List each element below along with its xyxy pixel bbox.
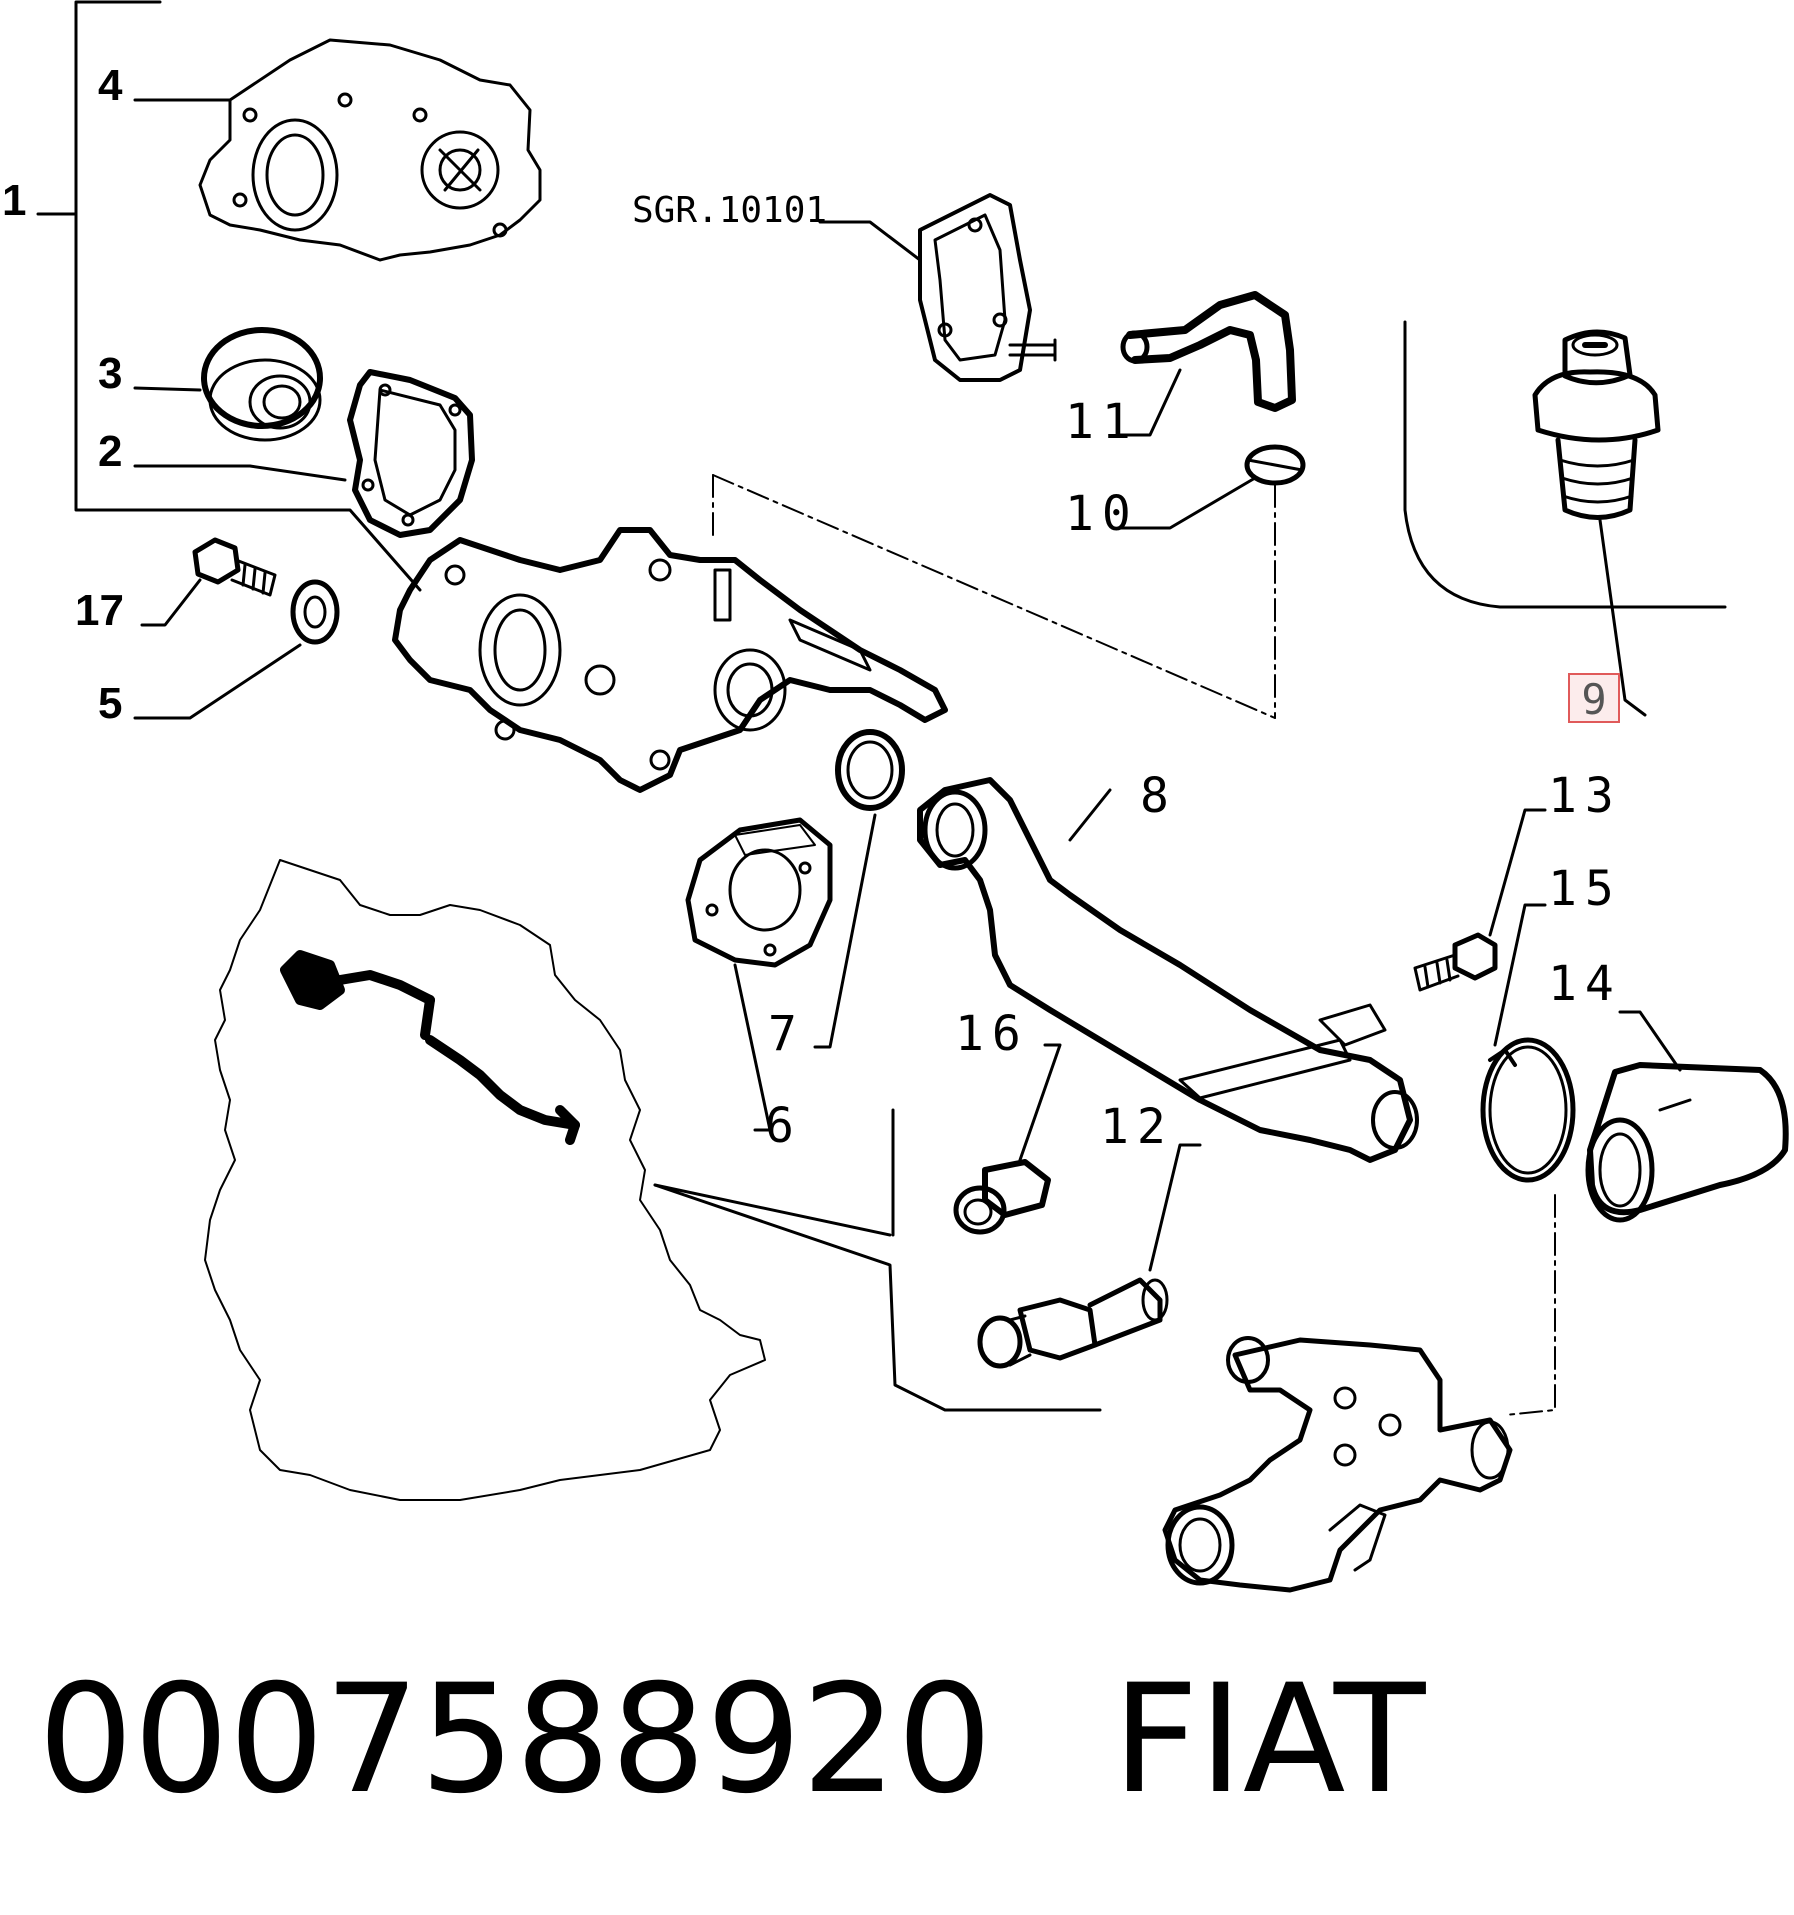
sgr-bracket <box>918 193 1057 382</box>
inset-frame <box>1403 320 1727 609</box>
part-number: 0007588920 <box>38 1653 993 1827</box>
temperature-sensor-9 <box>1532 329 1661 520</box>
leader-13 <box>1488 808 1547 937</box>
leader-12 <box>1148 1143 1202 1272</box>
leader-14 <box>1618 1010 1682 1072</box>
callout-4: 4 <box>98 61 123 110</box>
callout-2: 2 <box>98 427 122 476</box>
leader-10 <box>1118 476 1257 530</box>
callout-8: 8 <box>1140 768 1177 824</box>
washer-5 <box>290 579 340 645</box>
hose-clamp-15 <box>1480 1037 1576 1183</box>
group-bracket-1 <box>36 0 422 592</box>
leader-6 <box>733 963 772 1132</box>
bolt-13 <box>1413 932 1498 992</box>
callout-16: 16 <box>955 1006 1029 1062</box>
callout-6: 6 <box>765 1098 802 1154</box>
engine-hoses <box>280 950 580 1145</box>
assembly-guides <box>712 474 1556 1416</box>
callout-13: 13 <box>1548 768 1622 824</box>
callout-17: 17 <box>75 586 124 635</box>
callout-15: 15 <box>1548 861 1622 917</box>
callout-7: 7 <box>768 1006 805 1062</box>
leader-17 <box>140 578 202 627</box>
flange-gasket-6 <box>685 817 833 968</box>
callout-sgr: SGR.10101 <box>632 190 827 231</box>
leader-15 <box>1493 903 1547 1047</box>
leader-5 <box>133 643 302 720</box>
pump-housing <box>392 527 948 793</box>
callout-14: 14 <box>1548 956 1622 1012</box>
leader-8 <box>1068 788 1112 842</box>
coolant-pipe-8 <box>917 777 1419 1163</box>
hose-11 <box>1120 291 1296 412</box>
hose-elbow-14 <box>1585 1062 1789 1223</box>
leader-3 <box>133 386 202 392</box>
clamp-10 <box>1244 444 1306 486</box>
callout-5: 5 <box>98 679 122 728</box>
o-ring-7 <box>835 729 905 811</box>
callout-12: 12 <box>1100 1099 1174 1155</box>
pipe-fitting-12 <box>977 1277 1169 1369</box>
leader-2 <box>133 464 347 482</box>
leader-16 <box>1018 1043 1062 1162</box>
brand-name: FIAT <box>1112 1653 1426 1827</box>
callout-9: 9 <box>1581 675 1607 724</box>
leader-9 <box>1598 518 1647 717</box>
highlighted-callout-9[interactable]: 9 <box>1568 673 1620 724</box>
callout-1: 1 <box>2 176 26 225</box>
water-pump-body <box>198 38 542 262</box>
pump-gasket <box>347 369 475 538</box>
plug-16 <box>953 1159 1051 1235</box>
callout-labels: 1 4 3 2 17 5 SGR.10101 11 10 8 13 15 14 … <box>2 61 1622 1155</box>
engine-leaders <box>653 1108 1102 1412</box>
callout-11: 11 <box>1065 394 1139 450</box>
engine-block-outline <box>204 859 766 1501</box>
callout-3: 3 <box>98 349 122 398</box>
callout-10: 10 <box>1065 486 1139 542</box>
pump-cap <box>201 327 323 442</box>
leader-sgr <box>818 220 922 262</box>
thermostat-housing <box>1162 1336 1513 1593</box>
leader-11 <box>1118 368 1182 437</box>
bolt-17 <box>192 537 277 597</box>
leader-7 <box>813 813 877 1049</box>
